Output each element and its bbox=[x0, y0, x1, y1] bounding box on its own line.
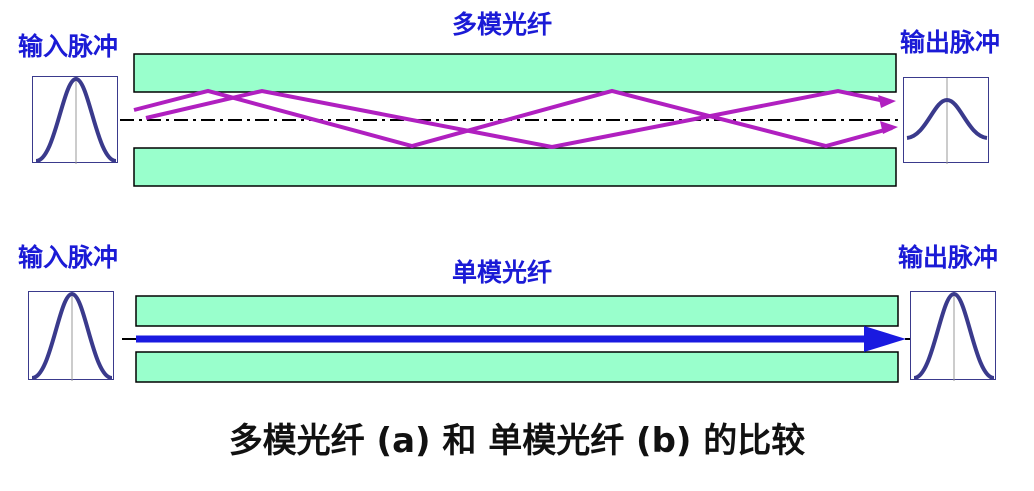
multimode-input-label: 输入脉冲 bbox=[18, 32, 119, 61]
multimode-output-pulse bbox=[903, 77, 989, 164]
multimode-fiber bbox=[120, 53, 903, 187]
multimode-ray-2 bbox=[145, 88, 881, 150]
multimode-cladding-bottom bbox=[133, 147, 897, 187]
multimode-title: 多模光纤 bbox=[452, 10, 553, 39]
singlemode-output-label: 输出脉冲 bbox=[898, 243, 999, 272]
singlemode-arrowhead bbox=[864, 326, 906, 352]
singlemode-title: 单模光纤 bbox=[452, 258, 553, 287]
multimode-output-label: 输出脉冲 bbox=[900, 28, 1001, 57]
singlemode-fiber bbox=[122, 295, 910, 383]
figure-caption: 多模光纤 (a) 和 单模光纤 (b) 的比较 bbox=[228, 421, 806, 461]
multimode-ray-1-arrowhead bbox=[880, 121, 898, 134]
multimode-input-pulse bbox=[32, 76, 118, 164]
singlemode-input-pulse bbox=[28, 291, 114, 381]
multimode-cladding-top bbox=[133, 53, 897, 93]
singlemode-input-label: 输入脉冲 bbox=[18, 243, 119, 272]
singlemode-cladding-bottom bbox=[135, 351, 899, 383]
singlemode-cladding-top bbox=[135, 295, 899, 327]
multimode-ray-1 bbox=[133, 88, 893, 149]
singlemode-output-pulse bbox=[910, 291, 996, 381]
multimode-ray-2-arrowhead bbox=[878, 95, 896, 108]
